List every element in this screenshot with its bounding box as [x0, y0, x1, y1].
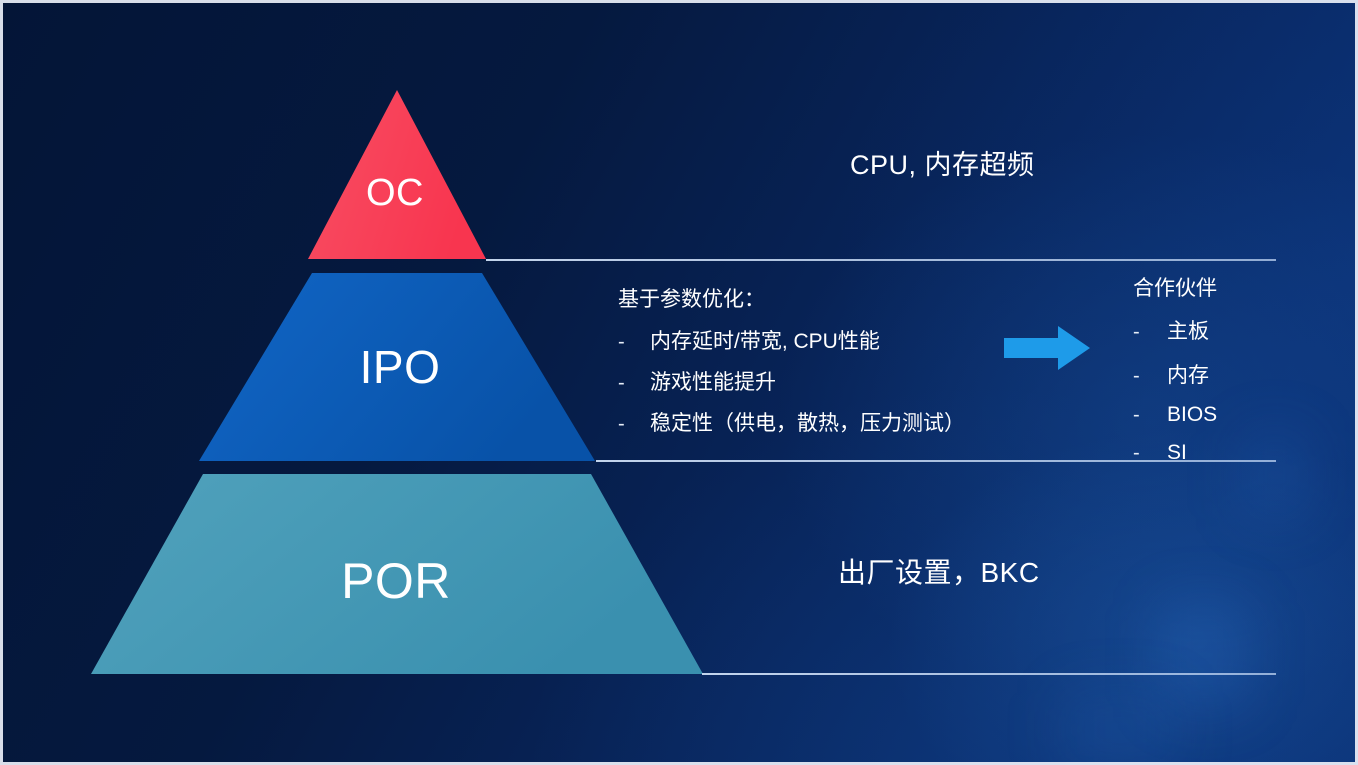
ipo-detail-item: - 内存延时/带宽, CPU性能 — [618, 325, 965, 355]
bullet-dash-icon: - — [1133, 442, 1140, 464]
pyramid-shapes — [91, 90, 703, 674]
partners-item: - SI — [1133, 441, 1217, 465]
partners-item-label: BIOS — [1167, 403, 1218, 426]
arrow-right-icon — [1004, 326, 1090, 370]
pyramid-tier-ipo-label: IPO — [359, 341, 441, 393]
divider-line-bottom — [702, 673, 1276, 675]
divider-line-top — [486, 259, 1276, 261]
ipo-detail-heading: 基于参数优化： — [618, 288, 765, 311]
ipo-detail-item-label: 稳定性（供电，散热，压力测试） — [650, 412, 965, 435]
bullet-dash-icon: - — [618, 413, 625, 435]
pyramid-tier-oc[interactable] — [308, 90, 486, 259]
background-glow — [1160, 600, 1250, 710]
partners-item-label: 内存 — [1167, 364, 1209, 387]
partners-item-label: SI — [1167, 441, 1187, 464]
bullet-dash-icon: - — [618, 331, 625, 353]
bullet-dash-icon: - — [1133, 404, 1140, 426]
ipo-detail-item: - 游戏性能提升 — [618, 366, 965, 396]
background-glow — [1240, 430, 1310, 520]
por-annotation-text: 出厂设置，BKC — [838, 557, 1040, 588]
pyramid-tier-por-label: POR — [341, 553, 451, 609]
ipo-detail-item: - 稳定性（供电，散热，压力测试） — [618, 407, 965, 437]
bullet-dash-icon: - — [1133, 365, 1140, 387]
partners-item: - BIOS — [1133, 403, 1217, 427]
partners-item: - 主板 — [1133, 315, 1217, 345]
pyramid-tier-oc-label: OC — [366, 172, 424, 214]
ipo-detail-item-label: 游戏性能提升 — [650, 371, 776, 394]
partners-block: 合作伙伴 - 主板 - 内存 - BIOS - SI — [1133, 272, 1217, 479]
ipo-detail-item-label: 内存延时/带宽, CPU性能 — [650, 330, 880, 353]
bullet-dash-icon: - — [1133, 321, 1140, 343]
bullet-dash-icon: - — [618, 372, 625, 394]
divider-line-middle — [596, 460, 1276, 462]
partners-heading: 合作伙伴 — [1133, 277, 1217, 300]
pyramid-diagram: OC IPO POR — [91, 90, 703, 674]
pyramid-tier-ipo[interactable] — [199, 273, 595, 461]
ipo-detail-block: 基于参数优化： - 内存延时/带宽, CPU性能 - 游戏性能提升 - 稳定性（… — [618, 283, 965, 448]
oc-annotation-text: CPU, 内存超频 — [850, 150, 1035, 180]
background-glow — [1060, 690, 1180, 765]
partners-item-label: 主板 — [1167, 320, 1209, 343]
partners-item: - 内存 — [1133, 359, 1217, 389]
pyramid-tier-por[interactable] — [91, 474, 703, 674]
